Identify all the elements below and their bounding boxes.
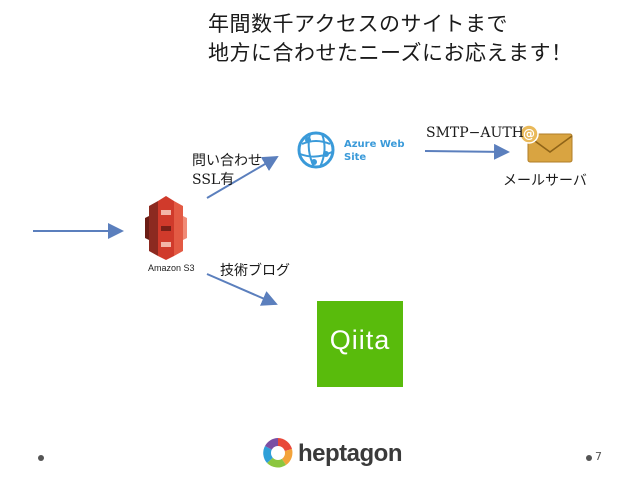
qiita-logo: Qiita <box>317 301 403 387</box>
qiita-logo-text: Qiita <box>329 325 391 355</box>
headline: 年間数千アクセスのサイトまで 地方に合わせたニーズにお応えます！ <box>208 10 572 68</box>
mail-server-icon: @ <box>519 124 573 163</box>
tech-blog-label: 技術ブログ <box>220 263 290 279</box>
inquiry-label-line-2: SSL有 <box>192 172 235 188</box>
arrow-s3-to-qiita <box>206 273 278 306</box>
heptagon-logo-text: heptagon <box>298 440 403 467</box>
arrow-s3-to-azure <box>206 155 279 199</box>
arrow-azure-to-mail <box>424 143 510 160</box>
azure-label-line-1: Azure Web <box>344 139 405 150</box>
s3-label: Amazon S3 <box>148 263 195 273</box>
amazon-s3-icon <box>145 196 187 260</box>
headline-line-2: 地方に合わせたニーズにお応えます！ <box>208 41 573 65</box>
inquiry-label-line-1: 問い合わせ <box>192 153 262 169</box>
headline-line-1: 年間数千アクセスのサイトまで <box>208 12 508 36</box>
heptagon-logo-icon <box>263 438 293 468</box>
footer-dot-left <box>38 455 44 461</box>
smtp-auth-label: SMTP−AUTH <box>426 125 524 141</box>
azure-web-site-icon <box>297 131 335 169</box>
page-number: 7 <box>595 450 602 463</box>
inquiry-label: 問い合わせ SSL有 <box>192 152 262 190</box>
azure-web-site-label: Azure Web Site <box>344 138 405 164</box>
svg-text:@: @ <box>523 127 535 141</box>
footer-dot-right <box>586 455 592 461</box>
mail-server-label: メールサーバ <box>503 173 587 189</box>
azure-label-line-2: Site <box>344 152 367 163</box>
